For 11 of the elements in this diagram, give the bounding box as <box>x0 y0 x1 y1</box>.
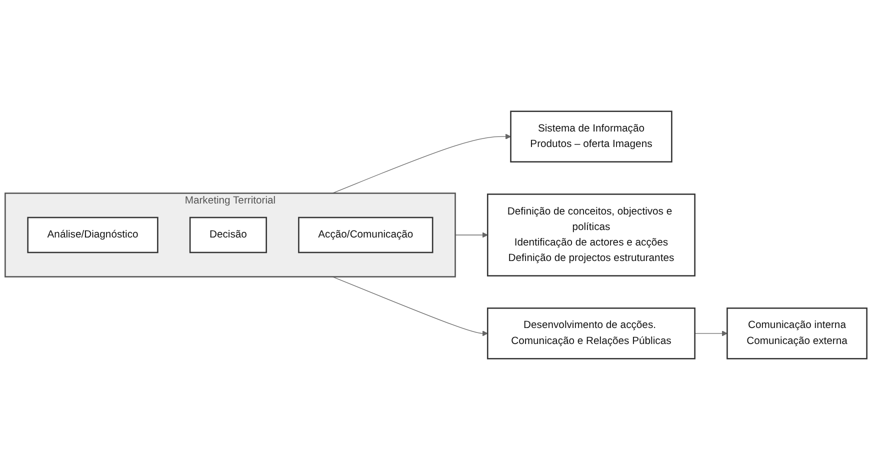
arrow <box>694 330 728 336</box>
node-box: Desenvolvimento de acções. Comunicação e Relações Públicas <box>486 308 696 360</box>
node-box: Decisão <box>189 216 267 254</box>
arrow <box>454 232 488 238</box>
node-box: Definição de conceitos, objectivos e políticas Identificação de actores e acções Definição de projectos estruturantes <box>486 194 696 276</box>
arrow <box>332 134 511 194</box>
node-box: Comunicação interna Comunicação externa <box>726 308 868 360</box>
node-box: Análise/Diagnóstico <box>27 216 158 254</box>
arrow <box>332 276 488 336</box>
node-box: Sistema de Informação Produtos – oferta Imagens <box>510 110 672 162</box>
node-box: Acção/Comunicação <box>298 216 434 254</box>
